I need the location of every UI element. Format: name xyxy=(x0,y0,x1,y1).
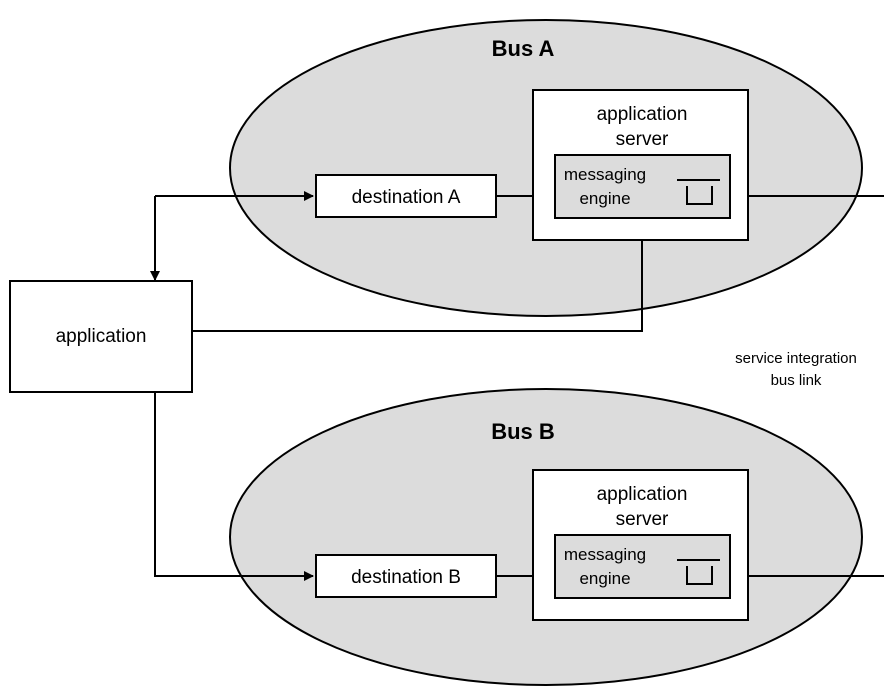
messaging-engine-a-label-2: engine xyxy=(579,189,630,208)
destination-a-box xyxy=(315,174,497,218)
application-label: application xyxy=(56,326,147,347)
messaging-engine-a-box xyxy=(554,154,731,219)
messaging-engine-a-label-1: messaging xyxy=(564,165,646,184)
destination-b-box xyxy=(315,554,497,598)
bus-link-label-1: service integration xyxy=(735,350,857,367)
arrow-to-destination-b xyxy=(154,392,314,581)
app-server-b-label-1: application xyxy=(597,484,688,505)
messaging-engine-b-label-2: engine xyxy=(579,569,630,588)
destination-a-label: destination A xyxy=(352,187,461,208)
application-box xyxy=(9,280,193,393)
bus-a-title: Bus A xyxy=(492,36,555,61)
messaging-engine-b-label-1: messaging xyxy=(564,545,646,564)
destination-b-label: destination B xyxy=(351,567,461,588)
bus-b-title: Bus B xyxy=(491,419,555,444)
bus-link-label-2: bus link xyxy=(771,372,822,389)
app-server-b-label-2: server xyxy=(616,509,669,530)
messaging-engine-b-box xyxy=(554,534,731,599)
line-application-to-engine-a xyxy=(192,218,643,332)
app-server-a-label-1: application xyxy=(597,104,688,125)
queue-a-icon xyxy=(677,179,720,205)
app-server-a-label-2: server xyxy=(616,129,669,150)
queue-b-icon xyxy=(677,559,720,585)
